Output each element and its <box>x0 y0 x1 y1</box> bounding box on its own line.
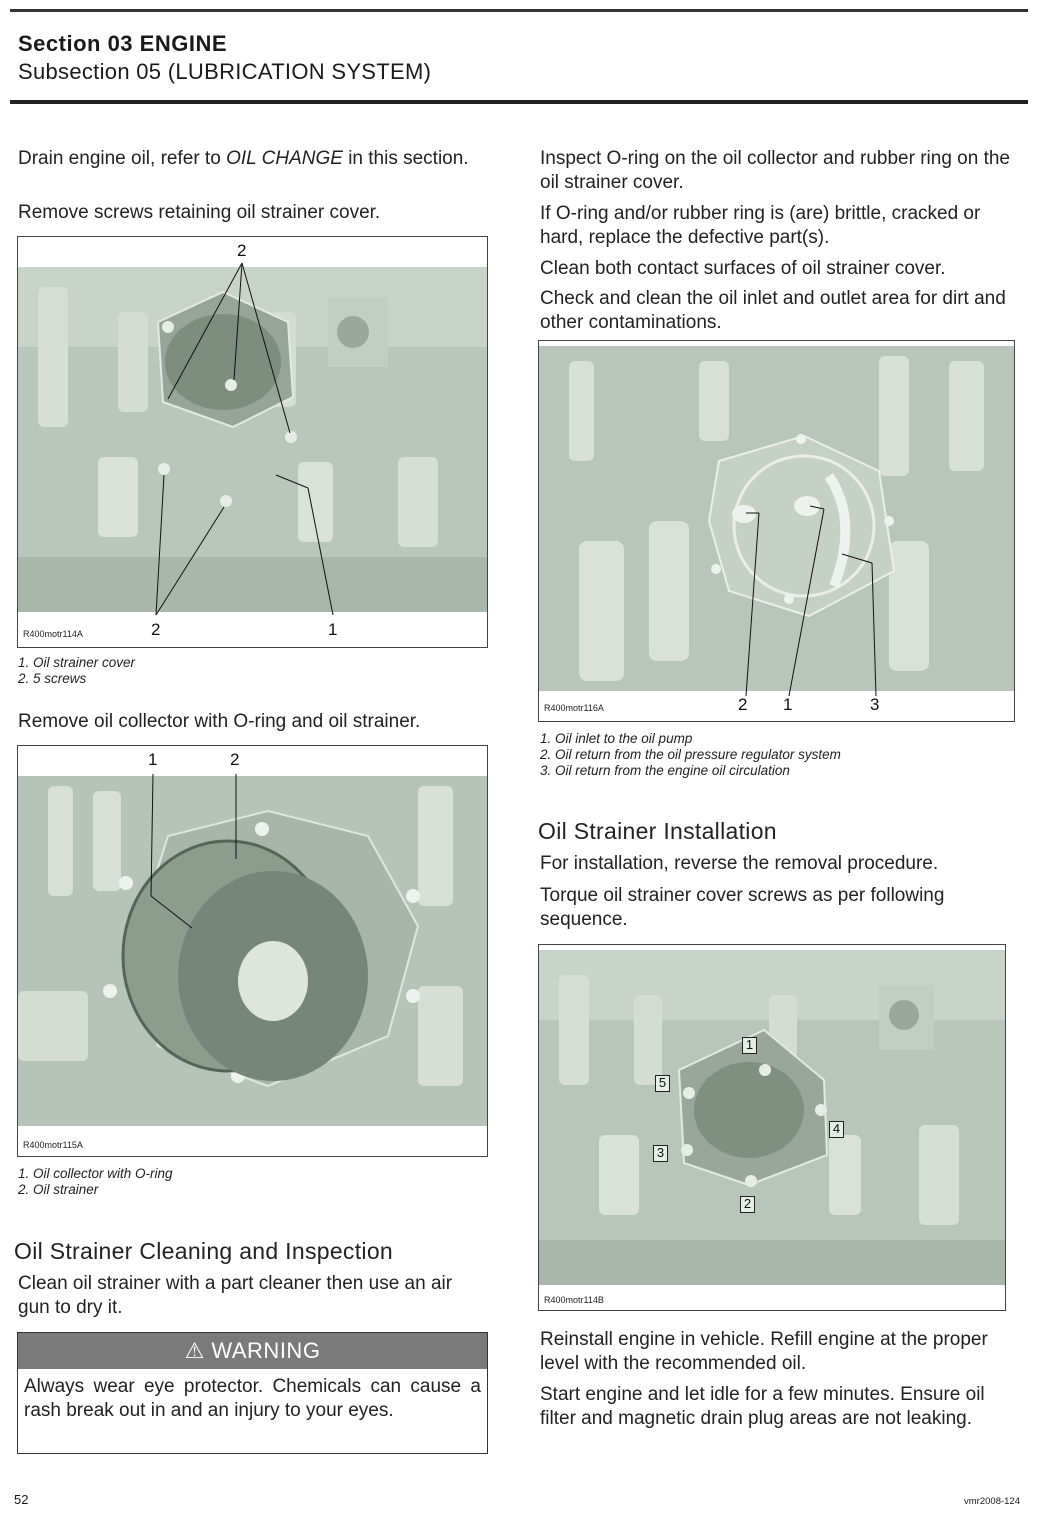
document-code: vmr2008-124 <box>964 1496 1020 1507</box>
engine-photo-collector <box>18 773 487 1126</box>
callout-1: 1 <box>328 620 338 639</box>
callout-2-top: 2 <box>237 241 247 260</box>
callout-1: 1 <box>148 750 158 769</box>
callout-3: 3 <box>870 695 880 714</box>
callout-1: 1 <box>783 695 793 714</box>
top-rule <box>10 9 1028 12</box>
subsection-title: Subsection 05 (LUBRICATION SYSTEM) <box>18 59 432 84</box>
warning-triangle-icon: ⚠ <box>184 1338 205 1363</box>
figure-legend: 1. Oil inlet to the oil pump 2. Oil retu… <box>540 731 841 779</box>
sequence-label-4: 4 <box>829 1121 844 1138</box>
start-engine-paragraph: Start engine and let idle for a few minu… <box>540 1384 985 1429</box>
inspect-oring-paragraph: Inspect O-ring on the oil collector and … <box>540 148 1010 193</box>
legend-item: 2. Oil strainer <box>18 1182 99 1197</box>
figure-ref: R400motr114B <box>544 1295 604 1305</box>
legend-item: 3. Oil return from the engine oil circul… <box>540 763 790 778</box>
warning-text: Always wear eye protector. Chemicals can… <box>24 1376 481 1421</box>
legend-item: 2. Oil return from the oil pressure regu… <box>540 747 841 762</box>
figure-legend: 1. Oil collector with O-ring 2. Oil stra… <box>18 1166 173 1198</box>
figure-legend: 1. Oil strainer cover 2. 5 screws <box>18 655 135 687</box>
page-number: 52 <box>14 1492 29 1507</box>
figure-ref: R400motr114A <box>23 629 83 639</box>
callout-2: 2 <box>230 750 240 769</box>
figure-torque-sequence: 1 5 4 3 2 R400motr114B <box>538 944 1006 1311</box>
figure-ref: R400motr116A <box>544 703 604 713</box>
figure-strainer-cover: 2 2 1 R400motr114A <box>17 236 488 648</box>
cleaning-paragraph: Clean oil strainer with a part cleaner t… <box>18 1273 453 1318</box>
callout-2: 2 <box>738 695 748 714</box>
sequence-label-2: 2 <box>740 1196 755 1213</box>
drain-oil-paragraph: Drain engine oil, refer to OIL CHANGE in… <box>18 148 469 169</box>
torque-sequence-paragraph: Torque oil strainer cover screws as per … <box>540 885 945 930</box>
engine-photo-inlet <box>539 346 1014 697</box>
check-inlet-outlet-paragraph: Check and clean the oil inlet and outlet… <box>540 288 1006 333</box>
header-rule <box>10 100 1028 104</box>
legend-item: 1. Oil collector with O-ring <box>18 1166 173 1181</box>
installation-paragraph: For installation, reverse the removal pr… <box>540 853 939 874</box>
figure-ref: R400motr115A <box>23 1140 83 1150</box>
heading-cleaning-inspection: Oil Strainer Cleaning and Inspection <box>14 1238 394 1264</box>
heading-installation: Oil Strainer Installation <box>538 818 777 844</box>
section-title: Section 03 ENGINE <box>18 31 228 56</box>
engine-photo-cover <box>18 262 487 616</box>
warning-box: ⚠ WARNING Always wear eye protector. Che… <box>17 1332 488 1454</box>
oil-change-reference: OIL CHANGE <box>226 148 343 169</box>
legend-item: 1. Oil inlet to the oil pump <box>540 731 693 746</box>
legend-item: 1. Oil strainer cover <box>18 655 136 670</box>
remove-screws-paragraph: Remove screws retaining oil strainer cov… <box>18 202 381 223</box>
figure-oil-inlet-outlet: 2 1 3 R400motr116A <box>538 340 1015 722</box>
legend-item: 2. 5 screws <box>18 671 87 686</box>
warning-header: ⚠ WARNING <box>18 1333 487 1369</box>
warning-title: WARNING <box>211 1338 321 1363</box>
replace-parts-paragraph: If O-ring and/or rubber ring is (are) br… <box>540 203 981 248</box>
remove-collector-paragraph: Remove oil collector with O-ring and oil… <box>18 711 421 732</box>
callout-2-bottom: 2 <box>151 620 161 639</box>
figure-oil-collector: 1 2 R400motr115A <box>17 745 488 1157</box>
sequence-label-5: 5 <box>655 1075 670 1092</box>
engine-photo-sequence <box>539 950 1005 1285</box>
sequence-label-1: 1 <box>742 1037 757 1054</box>
sequence-label-3: 3 <box>653 1145 668 1162</box>
reinstall-paragraph: Reinstall engine in vehicle. Refill engi… <box>540 1329 988 1374</box>
clean-surfaces-paragraph: Clean both contact surfaces of oil strai… <box>540 258 946 279</box>
